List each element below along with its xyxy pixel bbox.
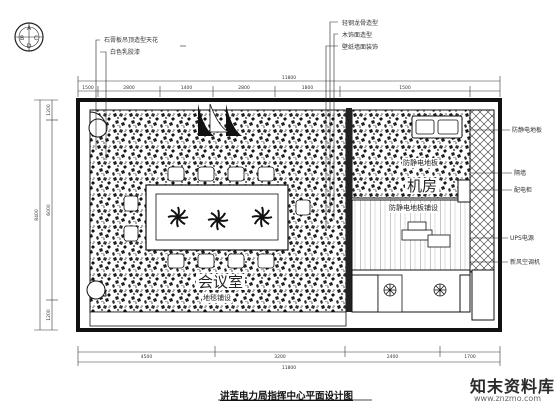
chair [197,253,215,269]
callout-ac-unit: 新风空调机 [510,259,541,266]
dim-left-segment: 1200 [46,309,52,321]
dim-top-segment: 2800 [123,85,135,91]
compass-letters: AB CD [20,25,38,50]
dim-top-segment: 2800 [238,85,250,91]
drawing-title: 讲苦电力局指挥中心平面设计图 [220,391,354,402]
dim-bottom-segment: 3200 [274,354,286,360]
room-label-meeting: 会议室 [196,273,246,291]
compass-symbol [14,22,44,52]
right-leader-lines [470,129,512,263]
callout-ups: UPS电源 [510,235,534,242]
compass-letter: C [34,35,38,42]
callout-paint: 白色乳胶漆 [110,49,141,56]
chair [257,253,275,269]
machine-floor-note-2: 防静电地板铺设 [388,203,439,213]
chair [227,166,245,182]
plant-icon [251,206,273,228]
right-corridor [471,269,495,321]
dim-top-segment: 1500 [82,85,94,91]
callout-wallpaper: 壁纸墙面装饰 [342,44,379,51]
dim-bottom-total: 11800 [282,365,296,371]
callout-partition: 隔墙 [514,170,527,177]
chair [123,225,139,242]
callout-wood-finish: 木饰面造型 [342,32,373,39]
left-dimension-labels: 8400 1200 6000 1200 [34,104,52,321]
compass-letter: D [27,43,32,50]
watermark-url: www.znzmo.com [474,394,542,403]
room-label-machine: 机房 [405,177,440,195]
partition-wall [346,108,352,312]
watermark-brand: 知末资料库 [470,377,556,396]
corner-plants [383,283,447,297]
callout-distribution: 配电柜 [514,187,533,194]
chair [167,253,185,269]
right-shaft [469,109,495,273]
dim-left-segment: 6000 [46,204,52,216]
compass-letter: A [27,25,32,32]
chair [167,166,185,182]
callout-steel-frame: 轻钢龙骨造型 [342,20,379,27]
window-drapes [198,103,242,136]
bottom-dimension-labels: 11800 4500 3200 2400 1700 [141,354,476,371]
dim-bottom-segment: 2400 [387,354,399,360]
callout-antistatic: 防静电地板 [512,127,543,134]
dim-bottom-segment: 4500 [141,354,153,360]
top-dimension-lines [77,76,501,97]
chair [227,253,245,269]
corner-columns [86,111,108,300]
meeting-floor-note: 地毯铺设 [202,293,232,303]
plant-icon [207,209,229,231]
dim-top-total: 11800 [282,75,296,81]
chair [197,166,215,182]
left-leader-lines [95,39,186,160]
dim-top-segment: 1400 [181,85,193,91]
bottom-dimension-lines [77,346,501,366]
bottom-corridor [89,311,347,327]
dim-top-segment: 1800 [302,85,314,91]
chair [123,195,139,212]
chairs [123,166,311,269]
machine-room-door-area [351,274,379,313]
dim-top-segment: 1500 [399,85,411,91]
dim-left-total: 8400 [34,209,40,221]
plant-icon [167,206,189,228]
machine-floor-note-1: 防静电地板 [402,158,439,168]
callout-ceiling: 石膏板吊顶造型天花 [104,37,159,44]
dim-bottom-segment: 1700 [464,354,476,360]
compass-letter: B [20,35,24,42]
table-plants [167,206,273,231]
dim-left-segment: 1200 [46,104,52,116]
chair [257,166,275,182]
top-leader-lines [325,21,338,230]
chair [295,199,311,216]
server-racks [377,115,471,313]
top-dimension-labels: 11800 1500 2800 1400 2800 1800 1500 [82,75,411,91]
left-dimension-lines [34,99,58,331]
